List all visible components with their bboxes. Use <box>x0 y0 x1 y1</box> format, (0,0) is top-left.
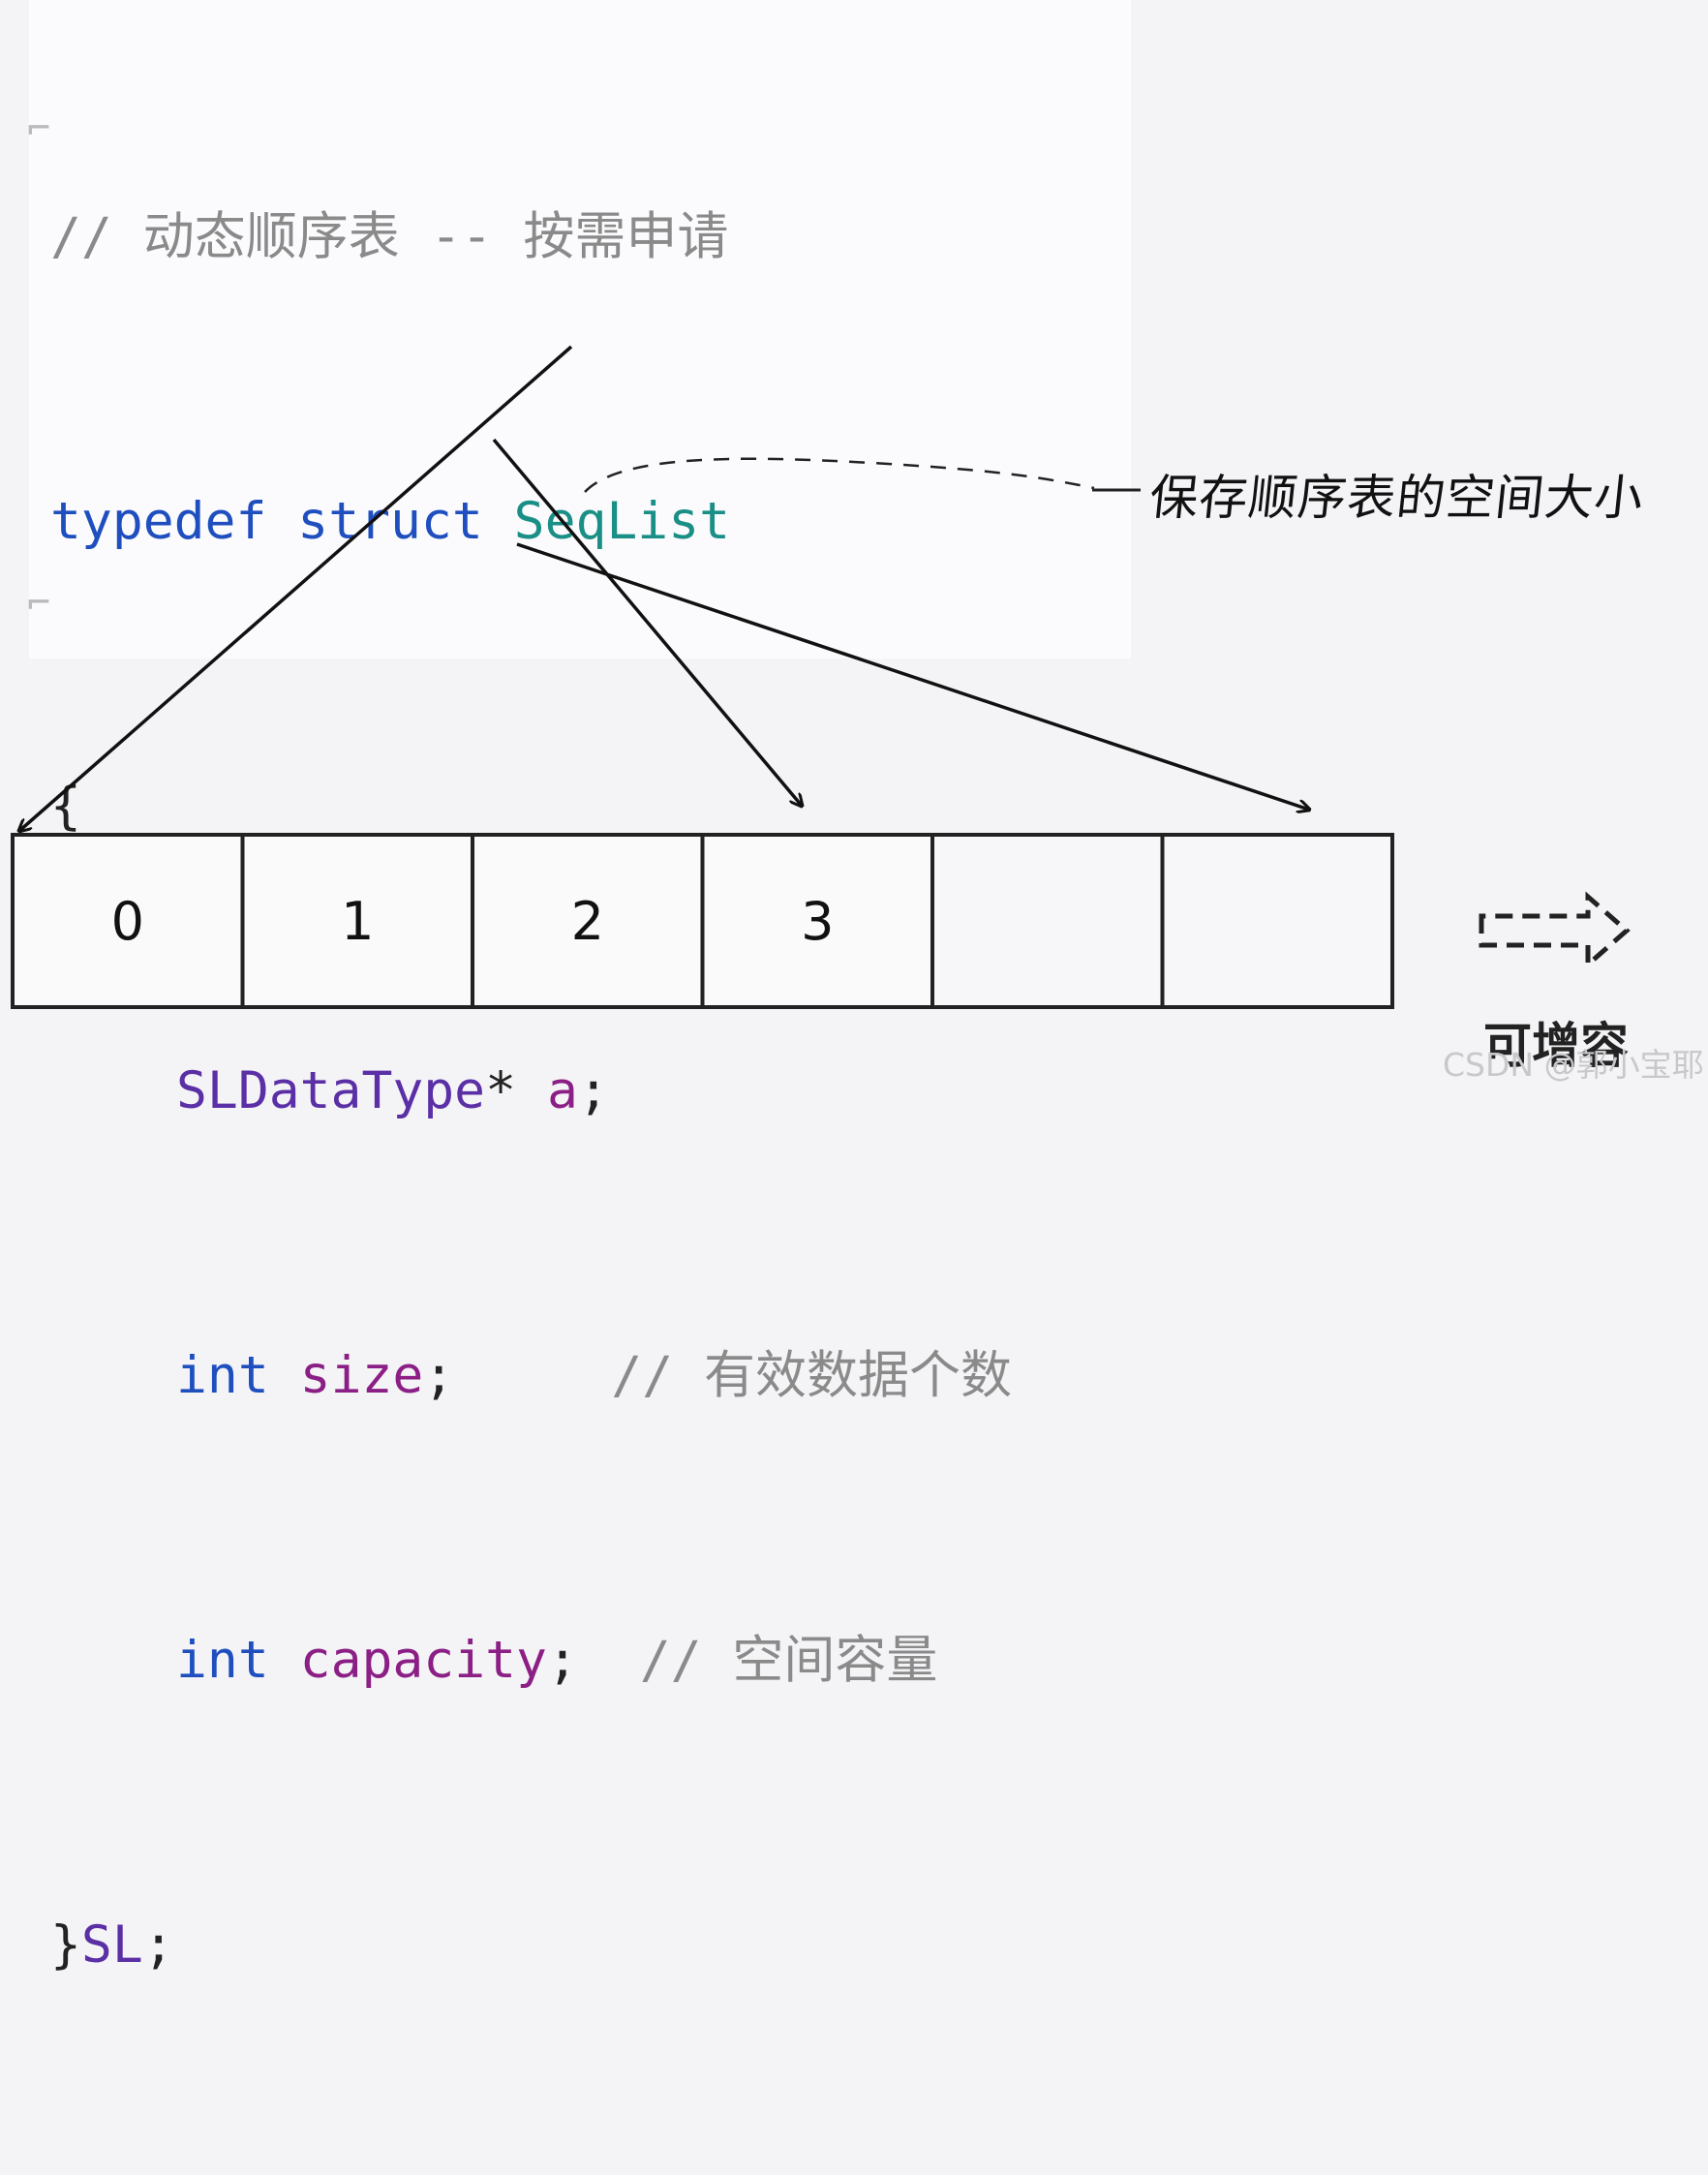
code-line-member-capacity: int capacity; // 空间容量 <box>50 1613 1012 1708</box>
keyword-int: int <box>176 1346 269 1405</box>
diagram-stage: ⌐ ⌐ // 动态顺序表 -- 按需申请 typedef struct SeqL… <box>11 0 1704 1975</box>
type-alias: SL <box>80 1915 143 1975</box>
array-cell <box>700 833 934 1009</box>
member-size-comment: // 有效数据个数 <box>611 1346 1012 1405</box>
array-cell <box>11 833 245 1009</box>
array-cell-value: 3 <box>801 891 834 952</box>
semicolon: ; <box>546 1631 578 1690</box>
array-cell <box>240 833 474 1009</box>
array-cell <box>930 833 1165 1009</box>
handwritten-annotation: 保存顺序表的空间大小 <box>1146 470 1647 526</box>
keyword-struct: struct <box>297 492 483 551</box>
code-line-member-size: int size; // 有效数据个数 <box>50 1329 1012 1424</box>
semicolon: ; <box>423 1346 455 1405</box>
array-boxes: 0 1 2 3 <box>11 833 1394 1009</box>
struct-name: SeqList <box>513 492 731 551</box>
array-cell <box>1160 833 1394 1009</box>
semicolon: ; <box>142 1915 174 1975</box>
diagram-svg: 0 1 2 3 <box>11 345 1631 1009</box>
expandable-label: 可增容 <box>1483 1018 1629 1074</box>
member-capacity-comment: // 空间容量 <box>639 1631 938 1690</box>
keyword-typedef: typedef <box>50 492 267 551</box>
member-capacity-name: capacity <box>299 1631 547 1690</box>
array-cell-value: 2 <box>571 891 604 952</box>
close-brace: } <box>50 1915 81 1975</box>
member-size-name: size <box>299 1346 424 1405</box>
code-line-open-brace: { <box>50 777 81 836</box>
array-cell-value: 0 <box>111 891 144 952</box>
expand-arrow-icon <box>1479 891 1631 970</box>
dashed-annotation-leader <box>584 457 1095 493</box>
code-comment-title: // 动态顺序表 -- 按需申请 <box>50 207 729 266</box>
arrow-capacity-to-end <box>516 542 1309 810</box>
code-line-typedef: typedef struct SeqList <box>50 475 1012 569</box>
code-panel <box>29 0 1131 659</box>
fold-marker-struct[interactable]: ⌐ <box>27 107 51 151</box>
watermark: CSDN @郭小宝耶 <box>1443 1046 1704 1084</box>
keyword-int: int <box>176 1631 269 1690</box>
array-cell-value: 1 <box>341 891 374 952</box>
arrow-a-to-start <box>19 345 573 831</box>
code-line-close: }SL; <box>50 1898 1012 1993</box>
fold-marker-end[interactable]: ⌐ <box>27 581 51 626</box>
arrow-size-to-cell <box>492 438 802 806</box>
